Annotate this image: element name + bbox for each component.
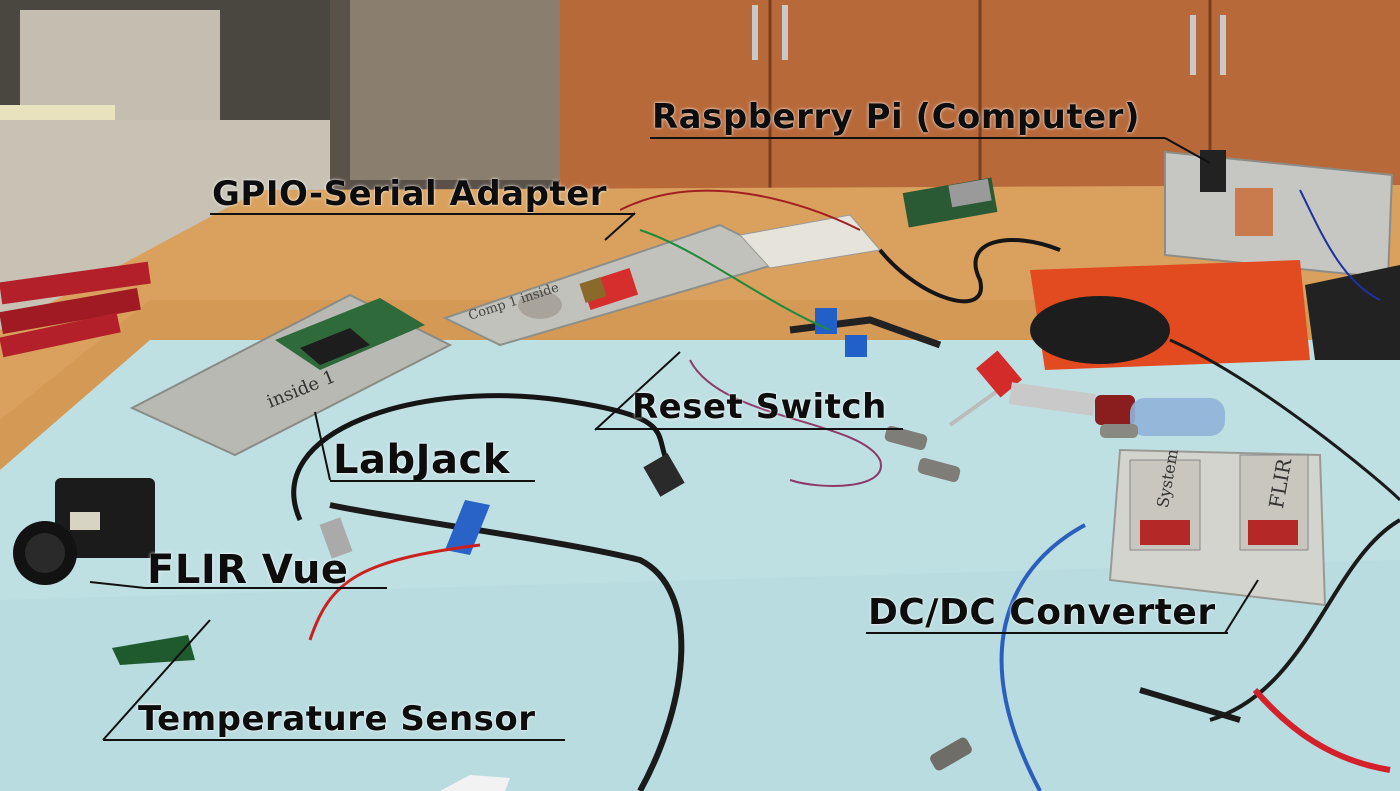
standoff bbox=[1100, 424, 1138, 438]
screwdriver-handle-clear bbox=[1130, 398, 1225, 436]
labjack-underline bbox=[330, 480, 535, 482]
right-sensor-plate bbox=[1164, 150, 1394, 280]
cabinet-handle bbox=[782, 5, 788, 60]
raspberry-pi-label: Raspberry Pi (Computer) bbox=[652, 97, 1140, 137]
black-cable bbox=[329, 502, 685, 791]
cabinet-handle bbox=[1190, 15, 1196, 75]
labjack-label: LabJack bbox=[333, 437, 510, 483]
temperature-sensor-underline bbox=[103, 739, 565, 741]
gpio-serial-underline bbox=[210, 213, 635, 215]
black-probe-clip bbox=[1139, 687, 1241, 723]
coiled-cable bbox=[878, 238, 1061, 304]
flir-vue-camera bbox=[55, 478, 155, 558]
usb-plug bbox=[319, 517, 353, 559]
copper-block bbox=[1235, 188, 1273, 236]
standoff bbox=[884, 425, 928, 451]
screwdriver-handle-red bbox=[1095, 395, 1135, 425]
paper-scrap bbox=[440, 775, 510, 791]
computer-mouse bbox=[1030, 296, 1170, 364]
standoff bbox=[930, 737, 972, 771]
usb-cable bbox=[291, 393, 682, 522]
cabinet-handle bbox=[1220, 15, 1226, 75]
temperature-sensor-label: Temperature Sensor bbox=[138, 699, 536, 739]
dc-dc-converter-label: DC/DC Converter bbox=[868, 592, 1216, 633]
screwdriver-body bbox=[1008, 382, 1097, 416]
flir-vue-underline bbox=[145, 587, 387, 589]
reset-switch-underline bbox=[595, 428, 903, 430]
cable bbox=[1169, 338, 1400, 502]
tool-handle bbox=[0, 261, 151, 305]
gpio-serial-adapter-label: GPIO-Serial Adapter bbox=[212, 174, 608, 214]
connector-block bbox=[1200, 150, 1226, 192]
flir-vue-label: FLIR Vue bbox=[147, 547, 349, 593]
reset-switch-label: Reset Switch bbox=[632, 387, 887, 427]
blue-probe-wire bbox=[999, 523, 1086, 791]
keyboard bbox=[1305, 265, 1400, 360]
standoff bbox=[917, 457, 961, 483]
red-wire bbox=[308, 543, 481, 641]
green-tape bbox=[112, 635, 195, 665]
raspberry-pi-underline bbox=[650, 137, 1165, 139]
tool-handle bbox=[0, 312, 121, 358]
dc-dc-converter-underline bbox=[866, 632, 1228, 634]
black-probe-wire bbox=[1209, 518, 1400, 722]
wall-opening bbox=[350, 0, 570, 180]
reset-wire bbox=[689, 359, 882, 487]
tool-handle bbox=[0, 288, 141, 334]
cabinet-handle bbox=[752, 5, 758, 60]
blue-tape-mat bbox=[445, 500, 490, 555]
callout-lines bbox=[89, 137, 1259, 741]
supply-bag bbox=[20, 10, 220, 120]
red-probe-clip bbox=[1252, 688, 1391, 773]
blue-tape bbox=[815, 308, 837, 334]
